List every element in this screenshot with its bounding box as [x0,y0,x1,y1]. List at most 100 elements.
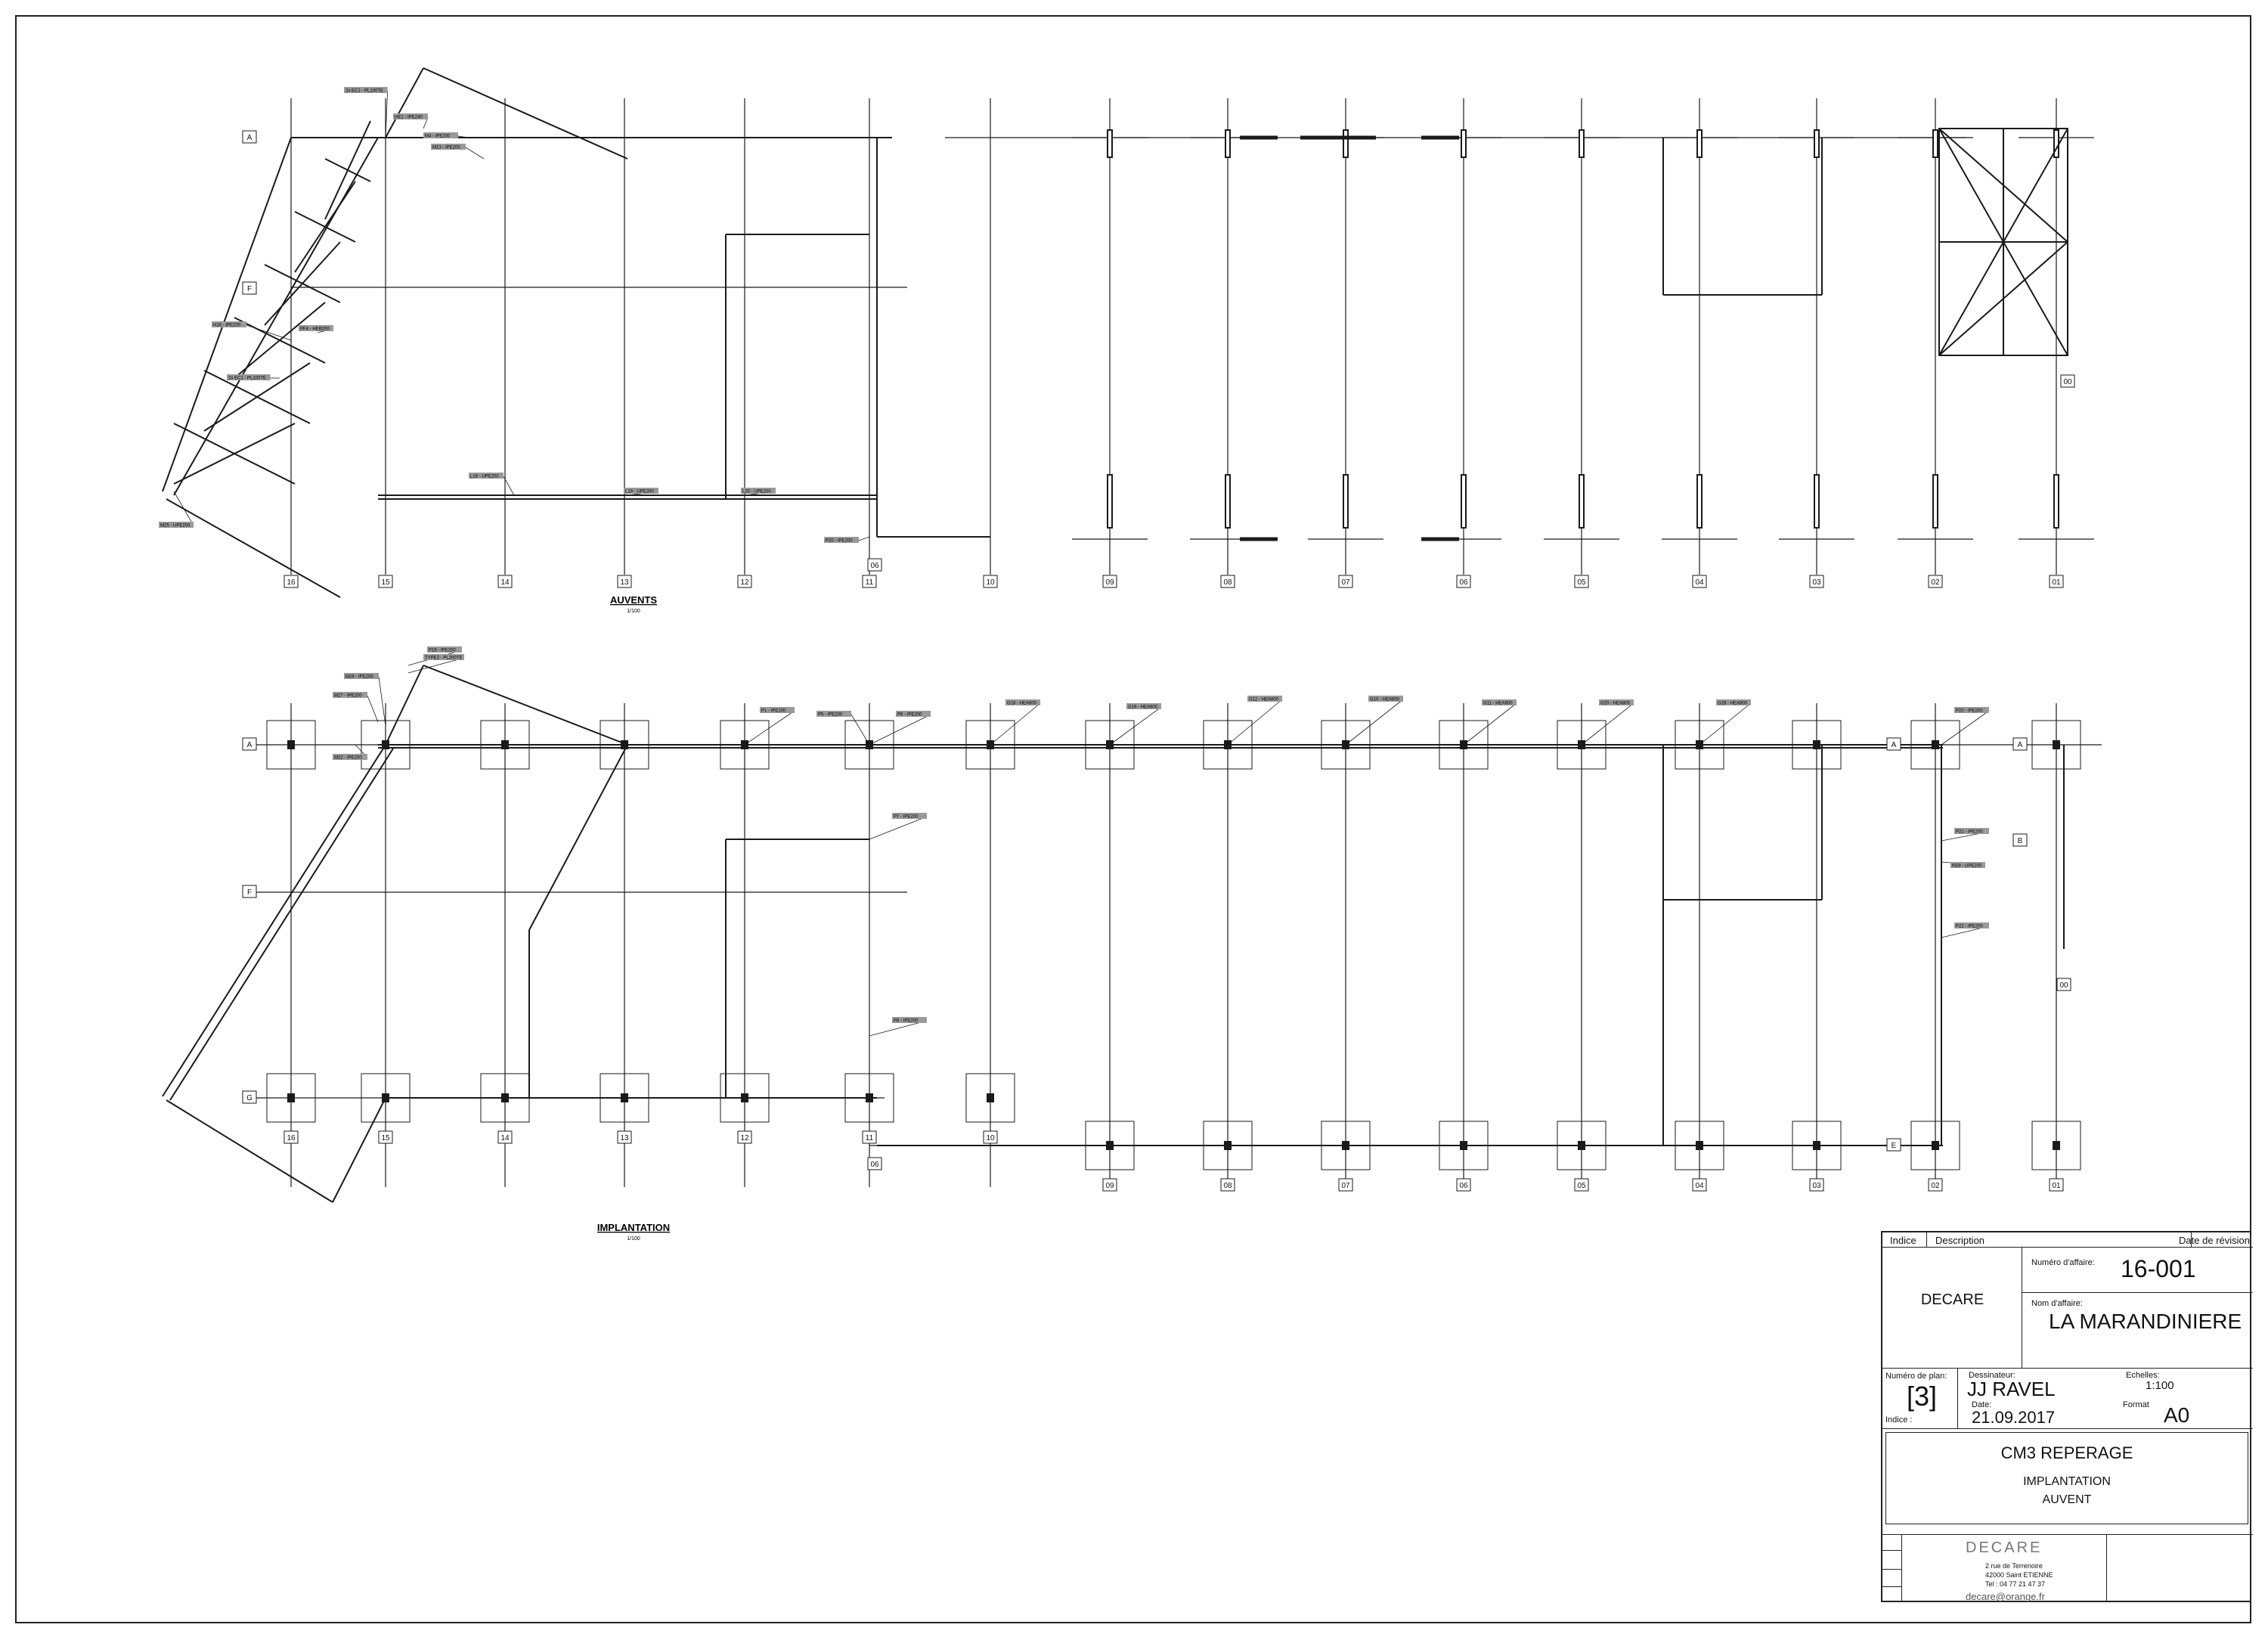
address-line-1: 2 rue de Terrenoire [1985,1562,2043,1570]
tag-leader [858,536,870,541]
member-tag-bot: G10 - HEA800 [1370,698,1400,702]
axis-label-bot-15: 15 [381,1134,390,1142]
member-tag-bot: P5 - IPE200 [818,713,843,718]
axis-tag-box [617,1130,632,1144]
axis-label-top-15: 15 [381,578,390,587]
member-tag-top: HE1 - IPE240 [395,116,423,120]
member-tag-bot: G18 - HEA800 [1007,702,1037,706]
axis-tag-box [1456,575,1471,588]
member-tag-top: P20 - IPE200 [826,539,853,544]
tag-leader [378,676,386,727]
axis-tag-box [2012,737,2028,751]
tag-box [1482,699,1517,705]
axis-tag-box [862,575,877,588]
member-tag-bot: P6 - IPE200 [897,713,922,718]
axis-tag-box [737,575,752,588]
top-brace [203,370,311,424]
axis-label-bot-03: 03 [1812,1182,1821,1190]
axis-tag-box [242,737,257,751]
footing-pad [1203,1121,1253,1170]
company-name: DECARE [1920,1291,1984,1308]
top-brace [324,158,371,182]
drawing-subtitle-2: AUVENT [2042,1493,2092,1506]
axis-tag-box [1338,1178,1353,1192]
axis-tag-box [1456,1178,1471,1192]
axis-label-top-A: A [247,134,253,142]
column-base [987,1093,994,1102]
top-diag-upper [385,67,424,138]
date-value: 21.09.2017 [1972,1408,2056,1427]
axis-label-bot-10: 10 [986,1134,995,1142]
email-line: decare@orange.fr [1966,1591,2045,1602]
tag-box [1954,828,1989,834]
tag-leader [1581,702,1634,746]
axis-label-top-04: 04 [1695,578,1704,587]
footing-pad [720,1073,770,1123]
axis-label-bot-08: 08 [1223,1182,1232,1190]
plan-number: [3] [1907,1381,1938,1412]
tag-leader [1699,702,1752,746]
affaire-name: LA MARANDINIERE [2049,1310,2242,1333]
axis-label-top-01: 01 [2052,578,2061,587]
view-scale-auvents: 1/100 [627,609,640,614]
member-tag-top: M25 - UPE200 [160,524,191,529]
axis-tag-box [378,1130,393,1144]
detail-brace [1938,241,2068,356]
top-diag-left [173,137,379,496]
axis-tag-box [1692,575,1707,588]
scale-value: 1:100 [2146,1379,2174,1392]
tag-leader [367,695,379,723]
member-tag-bot: M26 - IPE200 [345,675,373,680]
top-post [1579,129,1585,158]
tag-box [159,522,194,528]
footing-pad [1792,1121,1842,1170]
axis-label-detail-00: 00 [2063,378,2072,386]
axis-label-bot-16: 16 [287,1134,296,1142]
tag-box [431,144,466,150]
axis-tag-box [983,1130,998,1144]
tag-box [1247,696,1282,702]
tag-box [227,374,271,380]
indice-header: Indice [1890,1235,1916,1246]
axis-label-top-05: 05 [1577,578,1586,587]
footing-pad [844,720,894,770]
footing-pad [2031,1121,2081,1170]
tag-box [333,754,367,760]
column-base [287,740,295,749]
axis-tag-box [2056,978,2071,991]
axis-label-bot-01: 01 [2052,1182,2061,1190]
axis-tag-box [1102,1178,1117,1192]
axis-tag-box [2049,575,2064,588]
axis-label-top-09: 09 [1105,578,1114,587]
tag-box [824,537,859,543]
tag-leader [246,324,292,341]
tag-box [1716,699,1751,705]
axis-tag-box [1928,1178,1943,1192]
column-base [1932,1141,1939,1150]
bot-diag-up [385,665,424,746]
member-tag-bot: M28 - UPE200 [1952,864,1982,869]
drawing-frame [15,15,2251,1623]
axis-label-bot-A: A [247,741,253,749]
member-tag-bot: P7 - IPE200 [894,815,919,820]
member-tag-bot: M22 - IPE200 [334,756,362,761]
address-margin [1882,1535,1902,1602]
plan-number-label: Numéro de plan: [1885,1372,1947,1381]
axis-tag-box [497,575,513,588]
top-post [1343,129,1349,158]
axis-label-bot-11: 11 [866,1134,874,1142]
axis-label-top-06: 06 [1459,578,1468,587]
column-base [382,740,389,749]
axis-tag-box [1574,1178,1589,1192]
member-tag-top: L20 - UPE200 [742,490,771,494]
axis-label-bot-10-06: 06 [870,1161,879,1169]
drawing-subtitle-1: IMPLANTATION [2023,1475,2111,1488]
tag-leader [869,714,931,746]
member-tag-bot: P1 - IPE200 [761,709,786,714]
axis-label-bot-09: 09 [1105,1182,1114,1190]
member-tag-bot: G11 - HEA800 [1483,702,1513,706]
tag-box [896,711,931,717]
axis-tag-box [1928,575,1943,588]
tag-leader [744,710,795,746]
member-tag-top: 2x EC1 - PL100TE [345,89,383,94]
